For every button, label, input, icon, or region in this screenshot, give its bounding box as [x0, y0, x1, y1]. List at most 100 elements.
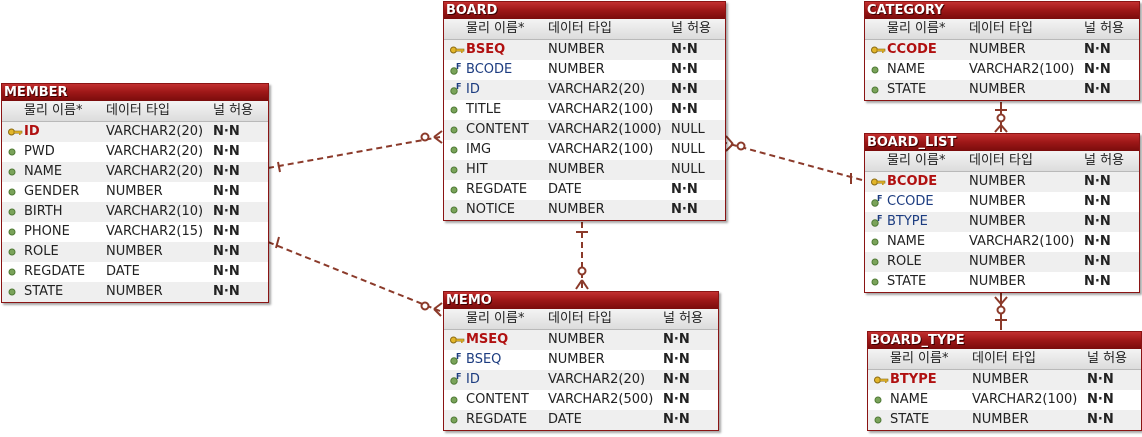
column-name: BTYPE — [887, 214, 928, 229]
header-nullable: 널 허용 — [1084, 21, 1125, 36]
header-physical-name: 물리 이름* — [887, 21, 946, 36]
column-nullable: N·N — [213, 224, 240, 239]
column-icon — [449, 200, 463, 220]
column-type: VARCHAR2(1000) — [548, 122, 662, 137]
column-name: STATE — [890, 412, 930, 427]
column-type: VARCHAR2(500) — [548, 392, 654, 407]
column-nullable: N·N — [213, 204, 240, 219]
column-type: VARCHAR2(100) — [969, 234, 1075, 249]
table-title[interactable]: BOARD_LIST — [865, 134, 1139, 151]
column-name: NOTICE — [466, 202, 516, 217]
table-title[interactable]: BOARD_TYPE — [868, 332, 1141, 349]
header-data-type: 데이터 타입 — [972, 351, 1036, 366]
column-icon — [870, 272, 884, 292]
primary-key-icon — [870, 40, 886, 60]
foreign-key-icon: F — [449, 370, 463, 390]
primary-key-icon — [870, 172, 886, 192]
column-icon — [870, 252, 884, 272]
column-type: VARCHAR2(100) — [969, 62, 1075, 77]
column-icon — [7, 142, 21, 162]
header-data-type: 데이터 타입 — [548, 311, 612, 326]
column-name: NAME — [887, 234, 926, 249]
table-title[interactable]: BOARD — [444, 2, 725, 19]
column-name: ID — [466, 372, 480, 387]
table-title[interactable]: MEMBER — [2, 84, 268, 101]
foreign-key-icon: F — [449, 60, 463, 80]
column-type: NUMBER — [969, 274, 1026, 289]
column-nullable: N·N — [663, 392, 690, 407]
table-title[interactable]: MEMO — [444, 292, 718, 309]
column-nullable: N·N — [671, 202, 698, 217]
header-nullable: 널 허용 — [671, 21, 712, 36]
column-icon — [7, 162, 21, 182]
column-nullable: N·N — [1084, 42, 1111, 57]
column-type: VARCHAR2(20) — [106, 124, 204, 139]
column-type: VARCHAR2(15) — [106, 224, 204, 239]
column-nullable: N·N — [213, 124, 240, 139]
table-row[interactable]: NAME VARCHAR2(100) N·N — [865, 232, 1139, 252]
column-name: NAME — [887, 62, 926, 77]
header-data-type: 데이터 타입 — [548, 21, 612, 36]
column-name: CCODE — [887, 42, 937, 57]
column-type: VARCHAR2(20) — [106, 164, 204, 179]
column-nullable: N·N — [1084, 234, 1111, 249]
column-type: NUMBER — [106, 184, 163, 199]
column-name: CCODE — [887, 194, 934, 209]
header-nullable: 널 허용 — [213, 103, 254, 118]
table-title[interactable]: CATEGORY — [865, 2, 1139, 19]
column-nullable: N·N — [1084, 82, 1111, 97]
column-name: REGDATE — [466, 182, 528, 197]
column-type: NUMBER — [969, 174, 1026, 189]
column-type: NUMBER — [106, 284, 163, 299]
column-name: IMG — [466, 142, 492, 157]
column-name: MSEQ — [466, 332, 509, 347]
svg-text:F: F — [456, 82, 461, 91]
column-name: GENDER — [24, 184, 80, 199]
column-icon — [873, 410, 887, 430]
primary-key-icon — [7, 122, 23, 142]
column-name: BTYPE — [890, 372, 937, 387]
